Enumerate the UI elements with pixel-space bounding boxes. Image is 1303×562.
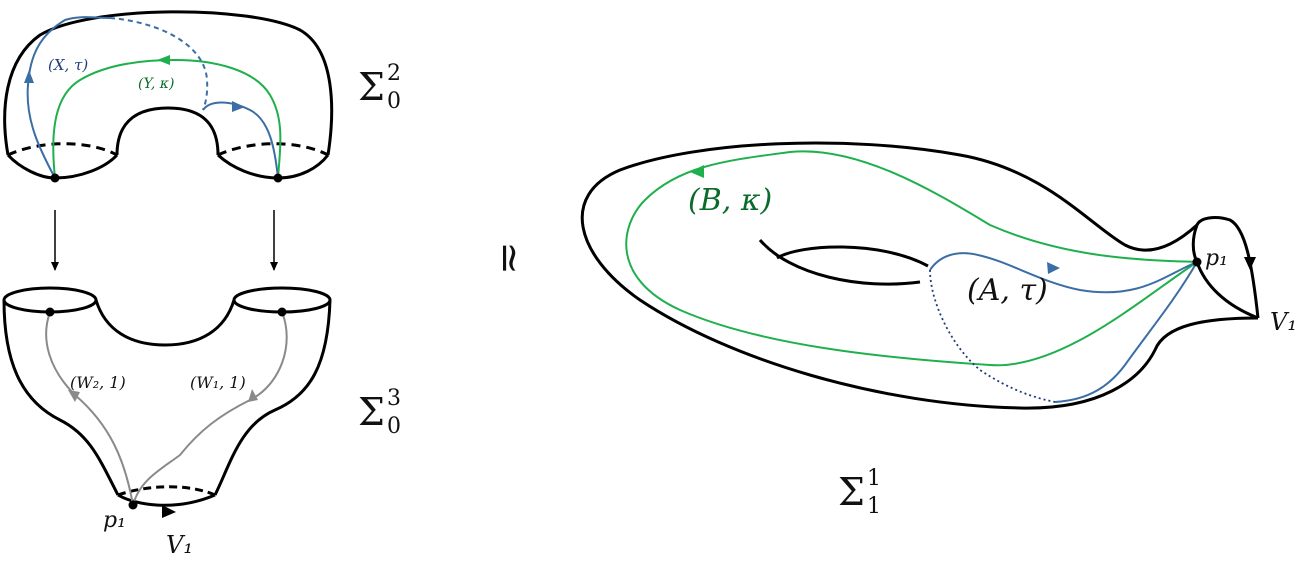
sigma-11-sub: 1 xyxy=(867,494,881,519)
sigma-02-surface: (X, τ) (Y, κ) xyxy=(3,10,334,183)
sigma-03-sub: 0 xyxy=(387,414,401,439)
x-tau-arrow-right xyxy=(232,101,245,112)
w2-label: (W₂, 1) xyxy=(70,373,126,392)
x-tau-path-hidden xyxy=(109,17,209,111)
torus-p1-point xyxy=(1192,257,1202,267)
x-tau-path-return xyxy=(202,101,279,179)
w2-path xyxy=(45,311,134,506)
a-tau-path-hidden xyxy=(929,269,1056,403)
x-tau-path xyxy=(26,16,111,179)
b-kappa-label: (B, κ) xyxy=(688,183,772,218)
b-kappa-path xyxy=(625,150,1198,367)
sigma-02-left-boundary-back xyxy=(7,142,118,157)
y-kappa-label: (Y, κ) xyxy=(138,76,174,92)
x-tau-label: (X, τ) xyxy=(48,56,88,74)
w2-arrow xyxy=(68,390,80,402)
w1-label: (W₁, 1) xyxy=(190,373,246,392)
w1-path xyxy=(132,311,288,506)
boundary-cap-inner xyxy=(1195,261,1259,320)
p1-left-label: p₁ xyxy=(103,508,126,533)
homeo-symbol: ≃ xyxy=(486,241,532,275)
sigma-02-left-basepoint xyxy=(50,173,60,183)
sigma-03-sup: 3 xyxy=(387,386,401,411)
boundary-cap-left xyxy=(1191,224,1199,263)
v1-left-label: V₁ xyxy=(166,531,193,559)
sigma-03-left-side xyxy=(2,299,120,496)
sigma-02-outline xyxy=(3,10,334,156)
torus-hole-lower xyxy=(776,245,929,268)
sigma-11-label: Σ 1 1 xyxy=(838,466,881,519)
sigma-03-surface: (W₂, 1) (W₁, 1) p₁ V₁ xyxy=(2,286,332,559)
sigma-02-base: Σ xyxy=(358,65,385,109)
sigma-02-sub: 0 xyxy=(387,89,401,114)
p1-right-label: p₁ xyxy=(1205,246,1228,271)
sigma-11-sup: 1 xyxy=(867,466,881,491)
torus-hole-upper xyxy=(758,239,921,286)
sigma-11-base: Σ xyxy=(838,470,865,514)
sigma-03-middle-dip xyxy=(94,299,236,347)
y-kappa-path xyxy=(52,58,282,179)
sigma-11-surface: (B, κ) (A, τ) p₁ V₁ xyxy=(580,141,1297,410)
a-tau-path-return xyxy=(1054,261,1198,403)
sigma-03-p1-point xyxy=(128,500,138,510)
sigma-02-label: Σ 2 0 xyxy=(358,61,401,114)
sigma-03-right-point xyxy=(277,307,287,317)
a-tau-label: (A, τ) xyxy=(967,273,1048,308)
sigma-02-left-boundary-front xyxy=(6,153,119,180)
sigma-02-right-boundary-front xyxy=(216,153,330,180)
a-tau-path xyxy=(929,252,1198,294)
sigma-02-sup: 2 xyxy=(387,61,401,86)
w1-arrow xyxy=(248,389,258,402)
sigma-03-bottom-front xyxy=(117,493,216,507)
sigma-02-inner-arch xyxy=(115,106,220,156)
sigma-03-bottom-back xyxy=(117,485,216,497)
sigma-03-right-side xyxy=(213,299,332,496)
y-kappa-arrow xyxy=(157,55,170,65)
sigma-03-label: Σ 3 0 xyxy=(358,386,401,439)
sigma-03-base: Σ xyxy=(358,390,385,434)
a-tau-arrow xyxy=(1047,262,1060,274)
sigma-03-left-point xyxy=(45,307,55,317)
x-tau-arrow-up xyxy=(24,70,34,83)
torus-outline xyxy=(580,141,1259,410)
v1-right-label: V₁ xyxy=(1270,308,1297,336)
v1-right-arrow xyxy=(1244,257,1256,270)
b-kappa-arrow xyxy=(690,165,704,178)
boundary-cap-top xyxy=(1195,216,1260,319)
v1-left-arrow xyxy=(162,505,176,518)
sigma-02-right-basepoint xyxy=(273,173,283,183)
